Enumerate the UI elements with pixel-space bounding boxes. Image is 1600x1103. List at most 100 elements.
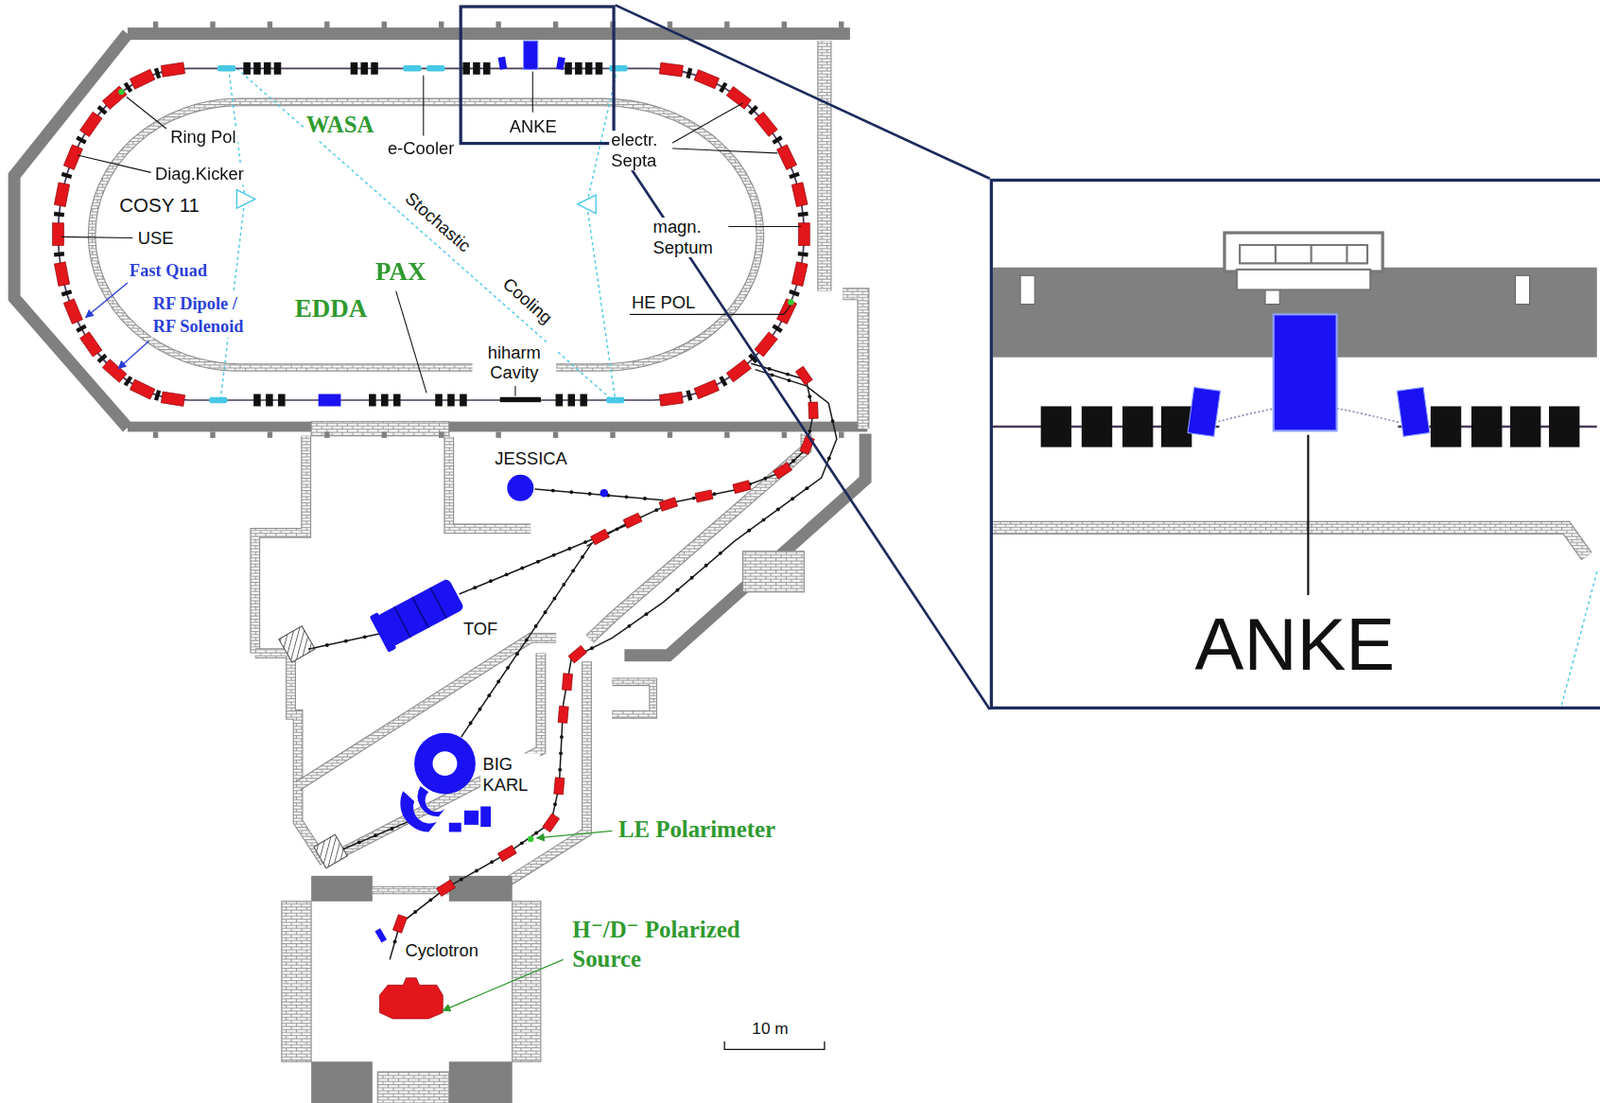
zoom-line <box>615 144 991 710</box>
beam-quadrupole <box>643 611 648 616</box>
anke-spectrometer <box>523 40 539 70</box>
dipole-magnet <box>659 497 678 512</box>
component-label: hiharm Cavity <box>472 343 557 383</box>
polarimeter-dot <box>787 298 794 305</box>
beam-line <box>343 821 409 850</box>
quadrupole <box>574 62 583 75</box>
dipole-body <box>568 644 587 663</box>
injector-element <box>374 927 387 942</box>
leader-line <box>514 385 516 397</box>
beam-quadrupole <box>567 546 572 551</box>
quadrupole <box>434 394 443 407</box>
beam-quadrupole <box>551 488 556 493</box>
quadrupole <box>447 394 455 407</box>
ring-quadrupole <box>685 68 693 80</box>
brick-wall <box>240 99 603 105</box>
ring-dipole <box>129 69 156 89</box>
beam-quadrupole <box>569 489 574 494</box>
bigkarl-element <box>464 810 479 825</box>
ring-dipole <box>102 359 127 383</box>
ring-dipole <box>726 359 751 383</box>
cooling-line <box>1561 571 1598 706</box>
ring-dipole-body <box>63 298 83 324</box>
ring-quadrupole-body <box>685 68 693 80</box>
beam-quadrupole <box>520 840 524 845</box>
ring-dipole-body <box>63 144 83 170</box>
quadrupole <box>350 62 359 75</box>
leader-line <box>662 147 778 153</box>
cooler-element <box>217 65 236 71</box>
concrete-wall <box>495 431 501 437</box>
leader-arrow <box>537 830 613 838</box>
cooling-kicker <box>236 190 255 209</box>
ring-quadrupole <box>685 389 693 401</box>
ring-quadrupole <box>53 211 65 217</box>
brick-wall <box>255 653 325 863</box>
beam-pipe <box>1214 408 1276 423</box>
beam-quadrupole <box>344 639 348 644</box>
component-label: LE Polarimeter <box>616 816 778 844</box>
leader-arrow <box>118 340 149 368</box>
beam-quadrupole <box>357 840 362 845</box>
brick-wall <box>328 653 540 860</box>
ring-quadrupole <box>798 211 809 217</box>
beam-quadrupole <box>626 624 631 628</box>
ring-dipole-body <box>102 359 127 383</box>
bigkarl-magnet <box>414 732 476 795</box>
ring-dipole-body <box>80 111 103 137</box>
dipole-magnet <box>808 401 818 419</box>
brick-wall <box>842 294 864 429</box>
beam-line <box>389 369 837 960</box>
dipole-body <box>732 480 751 494</box>
anke-dipole <box>498 56 508 70</box>
ring-dipole <box>777 144 798 171</box>
quadrupole <box>585 62 593 75</box>
cooling-line <box>220 68 245 400</box>
brick-wall <box>817 40 832 291</box>
ring-quadrupole-body <box>718 375 728 387</box>
component-label: HE POL <box>629 293 698 314</box>
scale-bar <box>724 1041 825 1050</box>
ring-quadrupole <box>75 136 87 145</box>
ring-quadrupole <box>747 104 759 116</box>
beam-quadrupole <box>536 559 540 564</box>
brick-wall <box>590 434 807 640</box>
beam-quadrupole <box>625 494 629 499</box>
concrete-wall <box>553 431 558 437</box>
anke-spectrometer <box>1273 313 1338 431</box>
concrete-wall <box>311 875 373 902</box>
quadrupole <box>274 62 282 75</box>
concrete-wall <box>267 21 273 30</box>
concrete-wall <box>14 34 128 429</box>
beam-quadrupole <box>712 491 716 496</box>
beam-quadrupole <box>534 624 539 628</box>
dipole-body <box>561 673 573 691</box>
ring-dipole-body <box>102 86 127 110</box>
quadrupole <box>459 394 468 407</box>
quadrupole <box>579 394 588 407</box>
ring-dipole-body <box>754 111 778 137</box>
beam-pipe <box>1337 408 1401 423</box>
ring-dipole <box>791 261 808 287</box>
component-label: RF Dipole / RF Solenoid <box>151 293 258 338</box>
beam-quadrupole <box>588 491 592 496</box>
beam-dump <box>313 834 348 868</box>
ring-dipole-body <box>694 380 719 400</box>
quadrupole <box>370 62 379 75</box>
concrete-wall <box>609 431 615 437</box>
tof-endcap <box>369 611 398 653</box>
beam-quadrupole <box>488 578 493 583</box>
quadrupole <box>368 394 377 407</box>
dipole-body <box>808 401 818 419</box>
ring-quadrupole <box>75 324 87 333</box>
brick-wall <box>743 551 805 592</box>
station-name: ANKE <box>462 117 605 138</box>
beam-quadrupole <box>363 634 367 639</box>
polarimeter-dot <box>118 88 124 95</box>
dipole-body <box>542 813 560 833</box>
quadrupole <box>472 62 481 75</box>
dipole-body <box>591 528 610 545</box>
brick-wall <box>255 435 307 654</box>
concrete-wall <box>782 431 787 437</box>
